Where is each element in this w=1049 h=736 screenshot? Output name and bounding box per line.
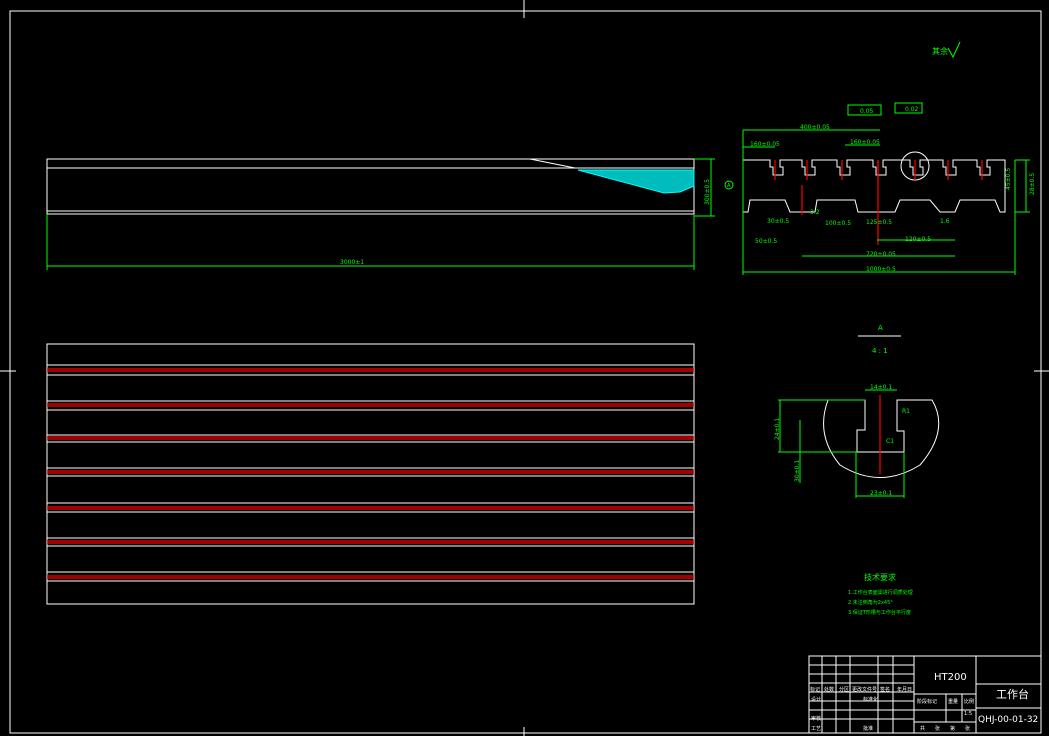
tb-mid-label: 批准 [863,725,873,732]
tb-stage-header: 阶段标记 [917,698,937,705]
tb-row-label: 工艺 [811,726,821,732]
detail-label: A [878,324,883,332]
tech-req-item: 1.工作台表面需进行调质处理 [848,589,913,596]
drawing-border [9,10,1042,734]
dim: R1 [902,408,910,415]
dim: 160±0.05 [750,141,780,148]
dim: 160±0.05 [850,139,880,146]
material: HT200 [934,672,967,683]
tb-sheet: 第 [950,725,955,732]
detail-scale: 4 : 1 [872,347,888,355]
roughness-note: 其余 [932,46,948,56]
tb-scale: 1:5 [964,711,972,717]
height-dimension: 300±0.5 [704,179,711,205]
tb-header: 处数 [824,686,834,693]
section-view: A 400±0.05 160±0.05 160±0.05 125±0.5 120… [724,102,1036,275]
dim: 0.05 [860,108,874,115]
tb-header: 标记 [810,686,820,693]
drawing-number: QHJ-00-01-32 [978,715,1038,725]
datum-symbol [724,180,734,190]
dim: 30±0.1 [794,460,801,482]
tb-header: 更改文件号 [852,686,877,693]
tb-header: 年月日 [897,686,912,693]
front-view: 3000±1 300±0.5 [46,158,715,270]
tb-header: 签名 [880,686,890,693]
dim: 1000±0.5 [866,266,896,273]
dim: 0.02 [905,106,919,113]
dim: 120±0.5 [905,236,931,243]
tb-stage-header: 比例 [964,698,974,705]
dim: C1 [886,438,894,445]
dim: 45±0.5 [1005,168,1012,190]
dim: 720±0.05 [866,251,896,258]
title-block: HT200 工作台 QHJ-00-01-32 标记 处数 分区 更改文件号 签名… [808,655,1042,734]
dim: 50±0.5 [755,238,777,245]
tolerance-frame-perpendicularity [847,104,882,116]
detail-view-a: A 4 : 1 14±0.1 24±0.1 23±0.1 30±0.1 R1 C… [774,324,940,498]
top-view [46,343,695,605]
dim: 30±0.5 [767,218,789,225]
datum-label: A [727,183,731,189]
roughness-symbol-icon [947,41,961,59]
tech-req-title: 技术要求 [864,572,896,582]
tb-stage-header: 重量 [948,698,958,705]
part-name: 工作台 [996,687,1029,701]
tb-sheet: 张 [965,725,970,732]
dim: 24±0.1 [774,418,781,440]
length-dimension: 3000±1 [340,259,364,266]
dim: 125±0.5 [866,219,892,226]
dim: 23±0.1 [870,490,892,497]
dim: 400±0.05 [800,124,830,131]
tb-header: 分区 [839,686,849,693]
tech-req-item: 2.未注倒角为2x45° [848,599,893,606]
tb-row-label: 设计 [811,696,821,703]
dim: 100±0.5 [825,220,851,227]
dim: 1.6 [940,218,950,225]
dim: 3.2 [810,209,820,216]
tb-mid-label: 标准化 [863,696,878,703]
dim: 28±0.5 [1029,173,1036,195]
technical-requirements: 技术要求 1.工作台表面需进行调质处理 2.未注倒角为2x45° 3.保证T形槽… [848,572,913,616]
tb-row-label: 审核 [811,715,821,722]
tolerance-frame-flatness [894,102,923,114]
tb-sheet: 张 [935,725,940,732]
hatch-section [577,169,695,194]
tech-req-item: 3.保证T形槽与工作台平行度 [848,609,911,616]
dim: 14±0.1 [870,384,892,391]
tb-sheet: 共 [920,725,925,732]
